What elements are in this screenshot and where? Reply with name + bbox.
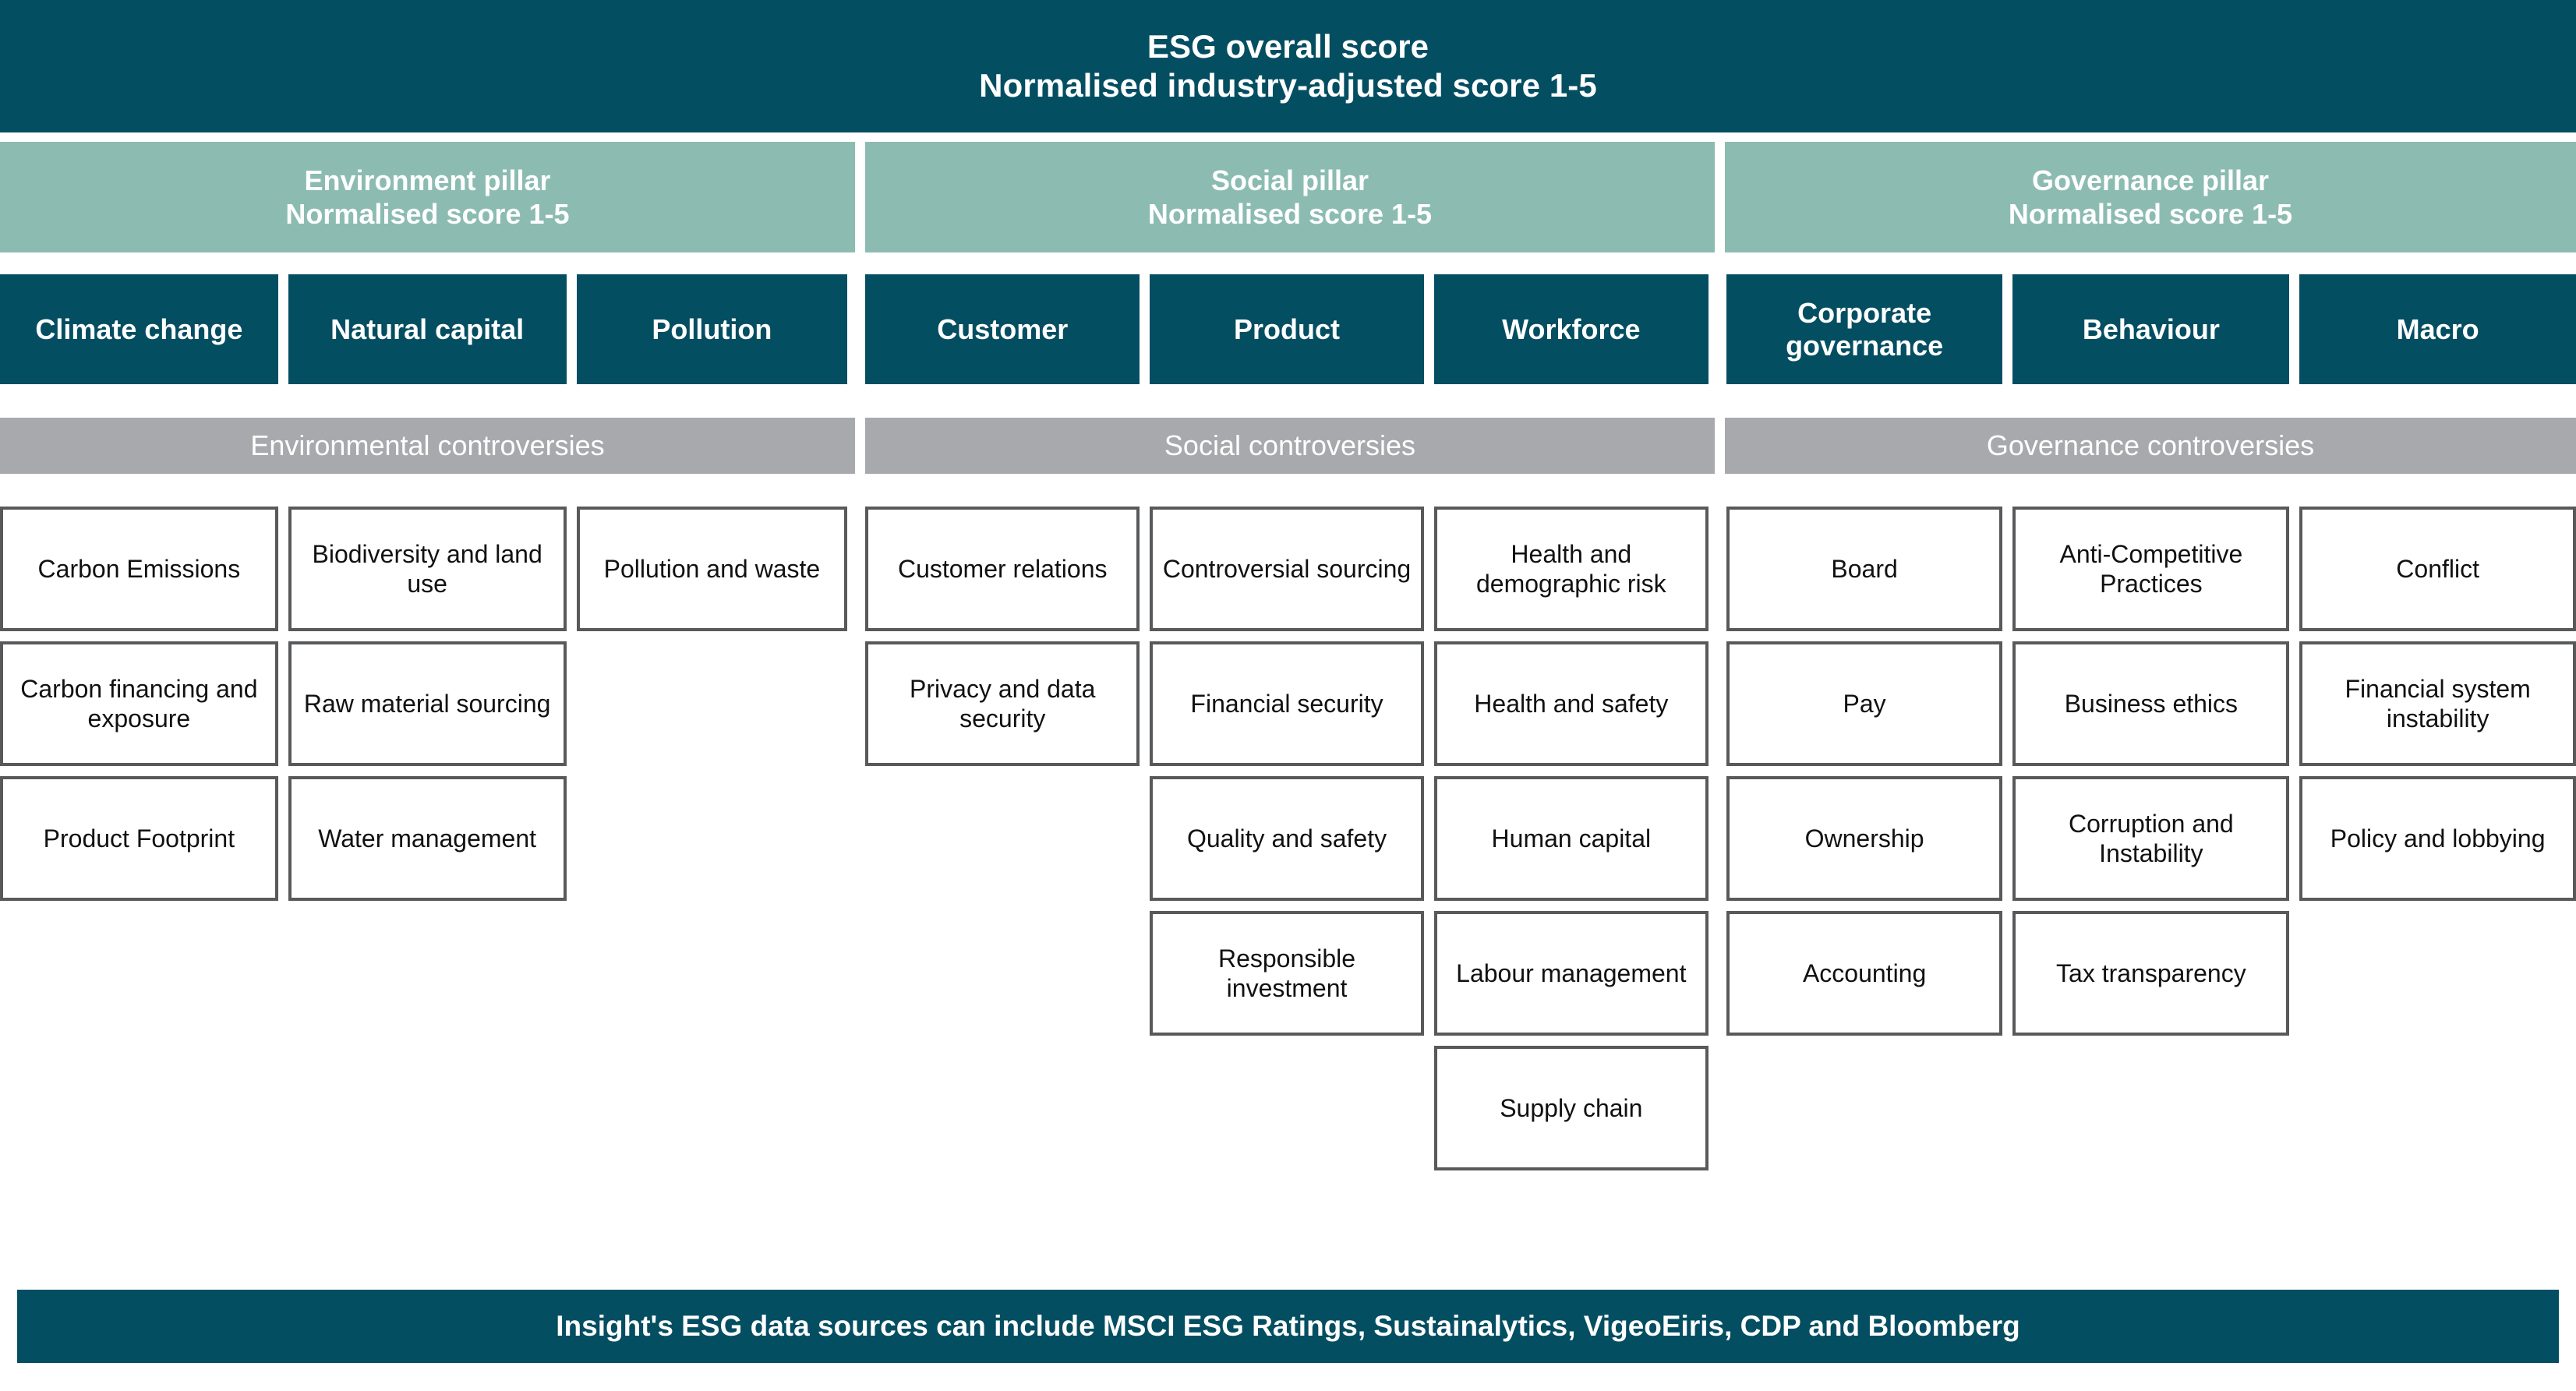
themes-row: Climate change Natural capital Pollution… <box>0 274 2576 384</box>
issue-box: Privacy and data security <box>865 641 1140 766</box>
issue-box: Conflict <box>2299 507 2576 631</box>
issue-box: Financial system instability <box>2299 641 2576 766</box>
issue-box: Pay <box>1726 641 2003 766</box>
pillar-social-subtitle: Normalised score 1-5 <box>1147 198 1433 230</box>
issue-box: Corruption and Instability <box>2012 776 2290 901</box>
pillar-governance: Governance pillar Normalised score 1-5 <box>1725 142 2576 252</box>
column-corporate-governance: Board Pay Ownership Accounting <box>1726 507 2003 1036</box>
theme-pollution: Pollution <box>576 274 848 384</box>
issue-box: Accounting <box>1726 911 2003 1036</box>
pillar-social: Social pillar Normalised score 1-5 <box>865 142 1715 252</box>
issue-box: Biodiversity and land use <box>288 507 567 631</box>
theme-product: Product <box>1150 274 1424 384</box>
issue-columns-row: Carbon Emissions Carbon financing and ex… <box>0 507 2576 1170</box>
pillar-environment-title: Environment pillar <box>304 164 551 196</box>
column-climate-change: Carbon Emissions Carbon financing and ex… <box>0 507 278 901</box>
column-natural-capital: Biodiversity and land use Raw material s… <box>288 507 567 901</box>
data-sources-banner: Insight's ESG data sources can include M… <box>17 1290 2559 1363</box>
column-behaviour: Anti-Competitive Practices Business ethi… <box>2012 507 2290 1036</box>
theme-climate-change: Climate change <box>0 274 278 384</box>
controversies-row: Environmental controversies Social contr… <box>0 418 2576 474</box>
issue-box: Raw material sourcing <box>288 641 567 766</box>
pillars-row: Environment pillar Normalised score 1-5 … <box>0 142 2576 252</box>
issue-box: Board <box>1726 507 2003 631</box>
issue-box: Carbon Emissions <box>0 507 278 631</box>
theme-corporate-governance: Corporate governance <box>1726 274 2003 384</box>
column-macro: Conflict Financial system instability Po… <box>2299 507 2576 901</box>
column-customer: Customer relations Privacy and data secu… <box>865 507 1140 766</box>
controversies-social: Social controversies <box>865 418 1715 474</box>
issue-box: Responsible investment <box>1150 911 1424 1036</box>
theme-macro: Macro <box>2299 274 2576 384</box>
issue-box: Health and demographic risk <box>1433 507 1708 631</box>
issue-box: Customer relations <box>865 507 1140 631</box>
controversies-governance: Governance controversies <box>1725 418 2576 474</box>
theme-workforce: Workforce <box>1433 274 1708 384</box>
issue-box: Quality and safety <box>1150 776 1424 901</box>
controversies-environmental: Environmental controversies <box>0 418 855 474</box>
pillar-governance-title: Governance pillar <box>2031 164 2270 196</box>
issue-box: Health and safety <box>1433 641 1708 766</box>
issue-box: Ownership <box>1726 776 2003 901</box>
issue-box: Financial security <box>1150 641 1424 766</box>
issue-box: Policy and lobbying <box>2299 776 2576 901</box>
issue-box: Anti-Competitive Practices <box>2012 507 2290 631</box>
issue-box: Water management <box>288 776 567 901</box>
column-pollution: Pollution and waste <box>576 507 848 631</box>
theme-customer: Customer <box>865 274 1140 384</box>
theme-behaviour: Behaviour <box>2012 274 2290 384</box>
esg-overall-score-title: ESG overall score <box>1147 28 1429 65</box>
theme-natural-capital: Natural capital <box>288 274 567 384</box>
esg-overall-score-banner: ESG overall score Normalised industry-ad… <box>0 0 2576 132</box>
esg-overall-score-subtitle: Normalised industry-adjusted score 1-5 <box>979 67 1597 104</box>
issue-box: Controversial sourcing <box>1150 507 1424 631</box>
issue-box: Pollution and waste <box>576 507 848 631</box>
issue-box: Carbon financing and exposure <box>0 641 278 766</box>
column-workforce: Health and demographic risk Health and s… <box>1433 507 1708 1170</box>
issue-box: Business ethics <box>2012 641 2290 766</box>
pillar-environment: Environment pillar Normalised score 1-5 <box>0 142 855 252</box>
pillar-governance-subtitle: Normalised score 1-5 <box>2008 198 2293 230</box>
issue-box: Supply chain <box>1433 1046 1708 1170</box>
issue-box: Human capital <box>1433 776 1708 901</box>
issue-box: Product Footprint <box>0 776 278 901</box>
column-product: Controversial sourcing Financial securit… <box>1150 507 1424 1036</box>
pillar-environment-subtitle: Normalised score 1-5 <box>285 198 570 230</box>
issue-box: Tax transparency <box>2012 911 2290 1036</box>
issue-box: Labour management <box>1433 911 1708 1036</box>
pillar-social-title: Social pillar <box>1210 164 1369 196</box>
